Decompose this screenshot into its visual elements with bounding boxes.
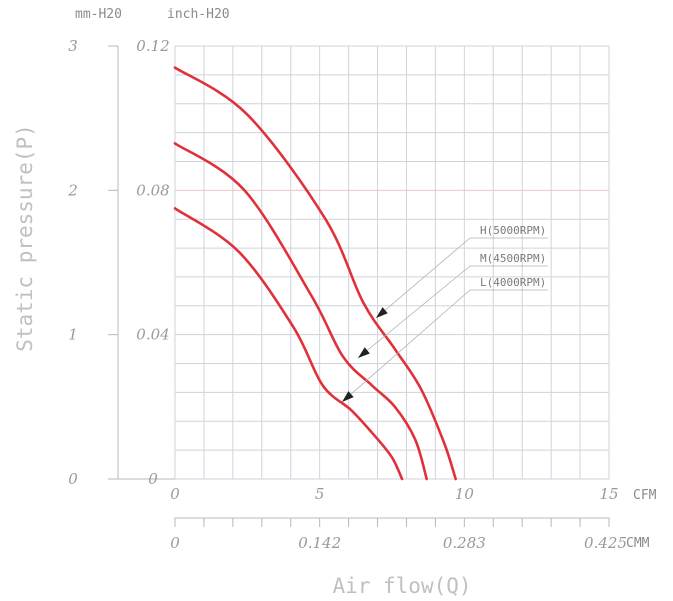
y-unit-right: inch-H20 xyxy=(167,7,230,22)
x-tick-label: 0 xyxy=(170,485,180,503)
series-m-curve xyxy=(173,142,428,481)
grid xyxy=(117,45,610,480)
x-tick-label: 15 xyxy=(599,485,618,503)
x2-tick-label: 0.283 xyxy=(443,534,486,552)
x2-axis: 0 0.142 0.283 0.425 xyxy=(170,517,627,552)
x2-tick-label: 0.142 xyxy=(298,534,341,552)
y-tick-label-inch: 0.12 xyxy=(136,37,169,55)
y-tick-label-mm: 2 xyxy=(67,181,78,199)
legend: H(5000RPM) M(4500RPM) L(4000RPM) xyxy=(341,224,548,403)
series-group xyxy=(173,66,457,481)
y-tick-label-inch: 0.08 xyxy=(136,181,169,199)
x-unit: CFM xyxy=(633,488,657,503)
y-tick-label-inch: 0.04 xyxy=(136,326,169,344)
x2-tick-label: 0 xyxy=(170,534,180,552)
legend-label: M(4500RPM) xyxy=(480,252,546,265)
series-h-curve xyxy=(173,66,457,481)
leader-line xyxy=(357,265,471,359)
x-tick-label: 10 xyxy=(455,485,475,503)
leader-line xyxy=(341,289,471,403)
legend-label: L(4000RPM) xyxy=(480,276,546,289)
x-ticks: 0 5 10 15 xyxy=(170,485,618,503)
leader-arrowhead xyxy=(376,307,388,318)
y-axis-title: Static pressure(P) xyxy=(13,124,37,352)
y-tick-label-mm: 1 xyxy=(68,326,78,344)
y-tick-label-mm: 3 xyxy=(68,37,78,55)
series-l-curve xyxy=(173,207,404,481)
legend-label: H(5000RPM) xyxy=(480,224,546,237)
x2-tick-label: 0.425 xyxy=(584,534,627,552)
leader-arrowhead xyxy=(358,347,370,358)
y-tick-label-mm: 0 xyxy=(68,470,78,488)
x-axis-title: Air flow(Q) xyxy=(332,574,471,598)
y-tick-label-inch: 0 xyxy=(148,470,158,488)
y-ticks: 0 0 1 0.04 2 0.08 3 0.12 xyxy=(67,37,169,488)
y-unit-left: mm-H20 xyxy=(75,7,122,22)
x2-unit: CMM xyxy=(626,536,650,551)
leader-line xyxy=(375,237,471,319)
x-tick-label: 5 xyxy=(315,485,325,503)
leader-arrowhead xyxy=(342,391,354,402)
